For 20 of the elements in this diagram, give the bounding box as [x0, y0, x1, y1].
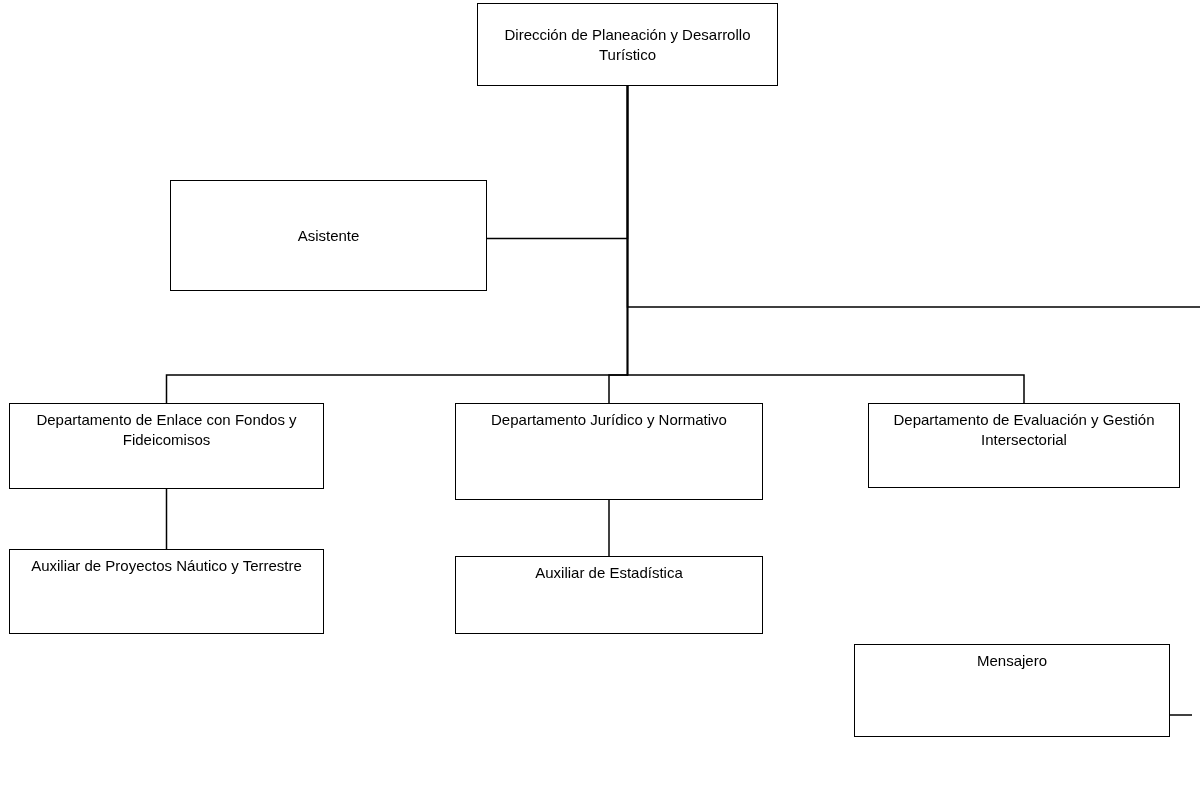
- org-box: [854, 644, 1170, 737]
- box-label: Dirección de Planeación y Desarrollo Turístico: [503, 24, 752, 65]
- box-label: Departamento de Enlace con Fondos y Fideicomisos: [35, 410, 298, 450]
- box-label: Departamento de Evaluación y Gestión Intersectorial: [892, 410, 1156, 450]
- box-label: Auxiliar de Proyectos Náutico y Terrestre: [31, 556, 302, 576]
- connector-line: [165, 488, 168, 550]
- box-label: Asistente: [297, 225, 360, 246]
- box-label: Mensajero: [976, 651, 1047, 671]
- org-box: [455, 556, 763, 634]
- org-box: [9, 403, 324, 489]
- org-box: [455, 403, 763, 500]
- connector-line: [1169, 714, 1193, 716]
- connector-line: [608, 499, 610, 557]
- org-box: [477, 3, 778, 86]
- box-label: Departamento Jurídico y Normativo: [491, 410, 727, 430]
- org-box: [9, 549, 324, 634]
- box-label: Auxiliar de Estadística: [535, 563, 683, 583]
- org-box: [868, 403, 1180, 488]
- connector-line: [626, 85, 1025, 404]
- org-box: [170, 180, 487, 291]
